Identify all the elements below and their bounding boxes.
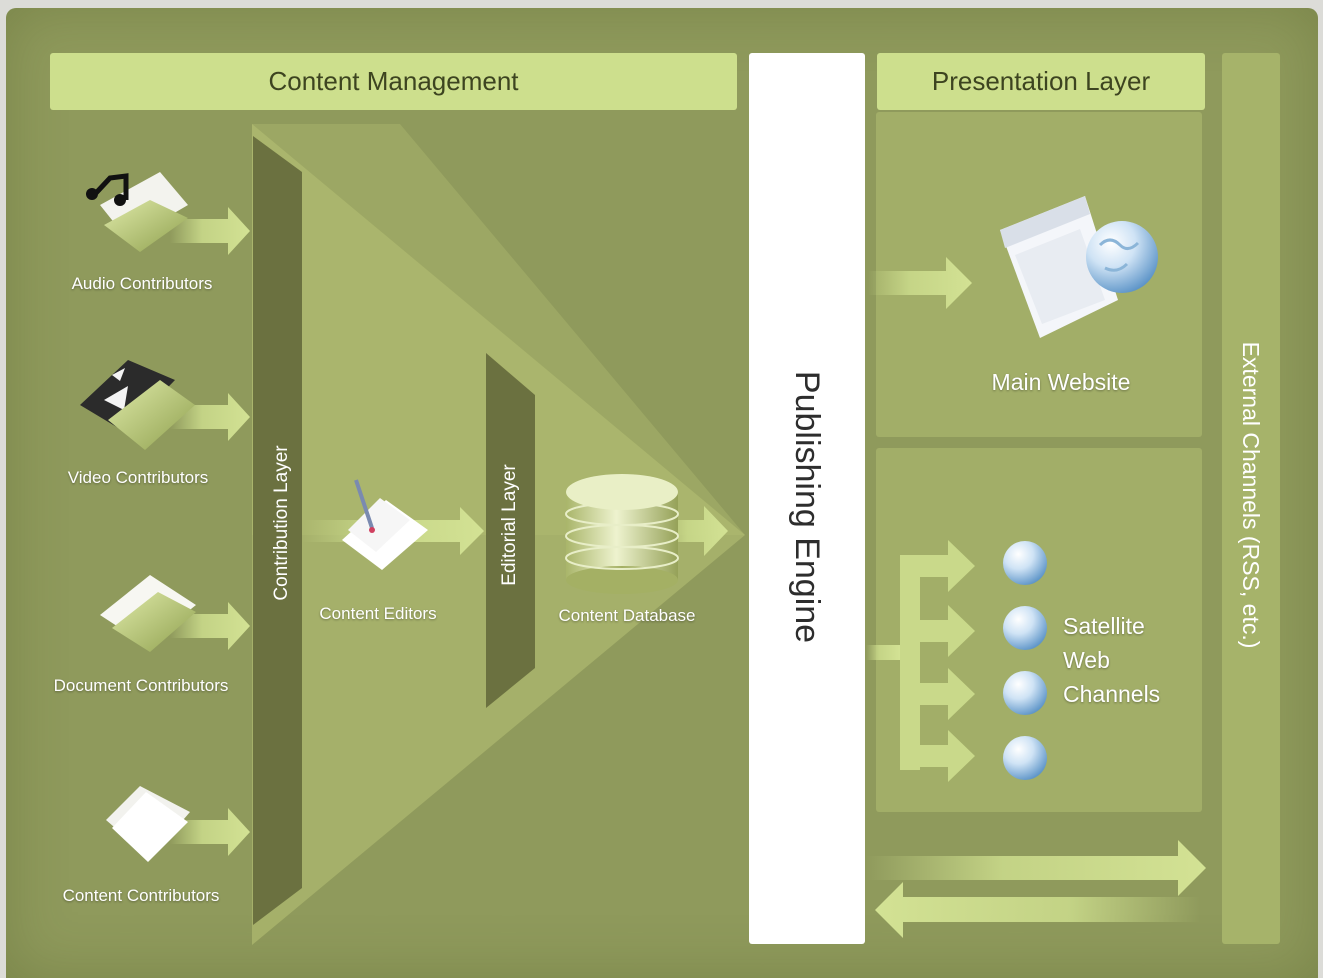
outbound-arrow <box>866 840 1206 896</box>
content-stack-icon <box>106 786 190 862</box>
database-icon <box>565 474 679 594</box>
editorial-layer-band <box>486 353 535 708</box>
globe-icon <box>1003 541 1047 780</box>
publishing-engine-label: Publishing Engine <box>788 370 827 644</box>
external-channels-column <box>1222 53 1280 944</box>
audio-contributors-label: Audio Contributors <box>71 274 213 293</box>
video-contributors-label: Video Contributors <box>67 468 209 487</box>
content-database-label: Content Database <box>558 606 696 625</box>
audio-folder-icon <box>86 172 188 252</box>
editorial-layer-label: Editorial Layer <box>499 464 520 586</box>
video-folder-icon <box>80 360 195 450</box>
database-arrow <box>660 506 728 556</box>
publishing-engine-column <box>749 53 865 944</box>
content-editors-label: Content Editors <box>319 604 437 623</box>
contribution-layer-label: Contribution Layer <box>271 445 292 601</box>
presentation-layer-header: Presentation Layer <box>877 53 1205 110</box>
external-channels-label: External Channels (RSS, etc.) <box>1238 341 1265 649</box>
satellite-arrows <box>866 540 975 782</box>
contribution-layer-band <box>253 136 302 925</box>
website-arrow <box>868 257 972 309</box>
browser-globe-icon <box>1000 196 1158 338</box>
satellite-label-line1: Satellite <box>1063 613 1145 639</box>
inbound-arrow <box>875 882 1200 938</box>
contributor-arrows <box>170 207 250 856</box>
document-contributors-label: Document Contributors <box>53 676 229 695</box>
main-website-label: Main Website <box>991 369 1131 395</box>
document-folder-icon <box>100 575 196 652</box>
content-contributors-label: Content Contributors <box>62 886 220 905</box>
content-management-header: Content Management <box>50 53 737 110</box>
satellite-label-line3: Channels <box>1063 681 1161 707</box>
pen-paper-icon <box>342 479 428 570</box>
satellite-label-line2: Web <box>1063 647 1110 673</box>
